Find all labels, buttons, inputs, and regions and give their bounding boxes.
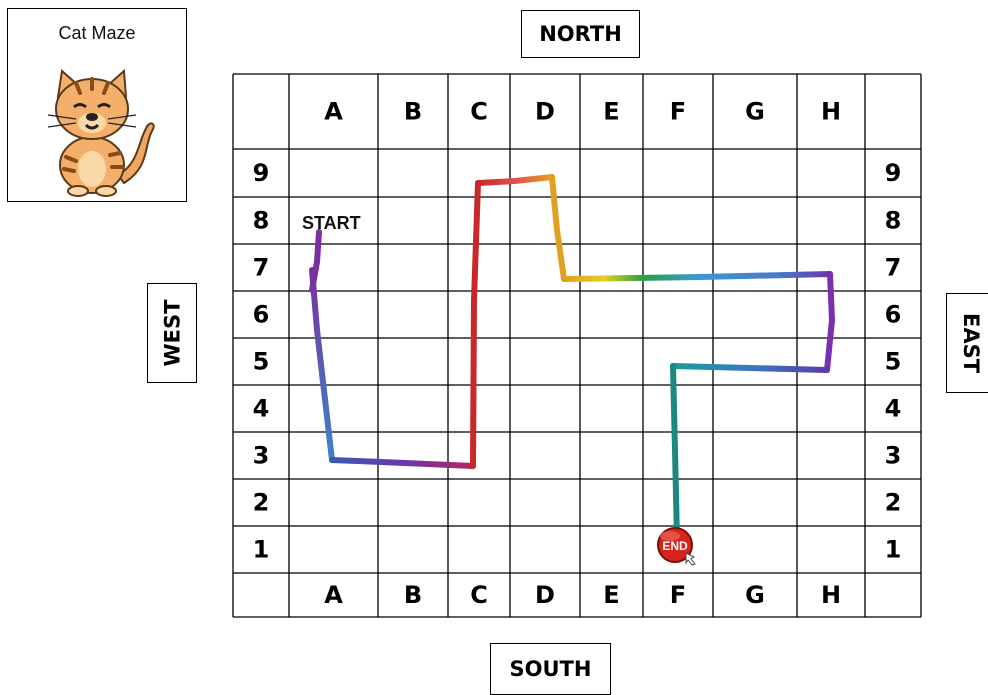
path-segment-9 xyxy=(670,363,830,373)
column-label-top: B xyxy=(404,98,422,126)
path-segment-7 xyxy=(561,271,833,282)
row-label-left: 3 xyxy=(253,442,270,470)
row-label-left: 5 xyxy=(253,348,270,376)
row-label-left: 8 xyxy=(253,207,270,235)
east-label: EAST xyxy=(946,293,988,393)
grid-lines xyxy=(232,73,922,618)
end-label: END xyxy=(662,539,688,553)
row-label-left: 6 xyxy=(253,301,270,329)
maze-path xyxy=(309,174,835,543)
row-label-right: 1 xyxy=(885,536,902,564)
column-label-bottom: A xyxy=(324,581,343,609)
north-label: NORTH xyxy=(521,10,640,58)
column-label-bottom: G xyxy=(745,581,765,609)
south-label: SOUTH xyxy=(490,643,611,695)
row-label-right: 6 xyxy=(885,301,902,329)
path-segment-5 xyxy=(475,174,555,186)
row-label-left: 1 xyxy=(253,536,270,564)
column-label-top: C xyxy=(470,98,488,126)
row-label-right: 2 xyxy=(885,489,902,517)
row-label-right: 8 xyxy=(885,207,902,235)
column-label-top: G xyxy=(745,98,765,126)
row-label-right: 4 xyxy=(885,395,902,423)
row-label-right: 9 xyxy=(885,159,902,187)
row-label-right: 3 xyxy=(885,442,902,470)
row-label-left: 2 xyxy=(253,489,270,517)
column-label-bottom: C xyxy=(470,581,488,609)
cat-illustration xyxy=(47,68,155,197)
path-segment-8 xyxy=(824,271,835,373)
path-segment-6 xyxy=(549,174,567,282)
path-segment-10 xyxy=(670,363,680,543)
column-label-bottom: D xyxy=(535,581,555,609)
west-label: WEST xyxy=(147,283,197,383)
maze-title: Cat Maze xyxy=(58,23,136,43)
path-segment-2 xyxy=(309,267,335,463)
path-segment-4 xyxy=(470,180,481,469)
column-label-bottom: E xyxy=(603,581,619,609)
row-label-right: 5 xyxy=(885,348,902,376)
column-label-top: H xyxy=(821,98,841,126)
title-box: Cat Maze xyxy=(7,8,187,202)
column-label-top: D xyxy=(535,98,555,126)
row-label-left: 4 xyxy=(253,395,270,423)
column-label-top: E xyxy=(603,98,619,126)
row-label-left: 7 xyxy=(253,254,270,282)
start-marker: START xyxy=(302,213,361,233)
column-label-bottom: B xyxy=(404,581,422,609)
end-marker: END xyxy=(657,527,696,566)
grid-labels: A A B B C C D D E E F F G G H H 9 9 8 8 7 7 6 6 5 5 4 4 3 3 2 2 1 1 xyxy=(253,98,902,610)
row-label-left: 9 xyxy=(253,159,270,187)
row-label-right: 7 xyxy=(885,254,902,282)
column-label-top: F xyxy=(670,98,686,126)
column-label-bottom: F xyxy=(670,581,686,609)
path-segment-3 xyxy=(329,457,476,469)
column-label-bottom: H xyxy=(821,581,841,609)
column-label-top: A xyxy=(324,98,343,126)
